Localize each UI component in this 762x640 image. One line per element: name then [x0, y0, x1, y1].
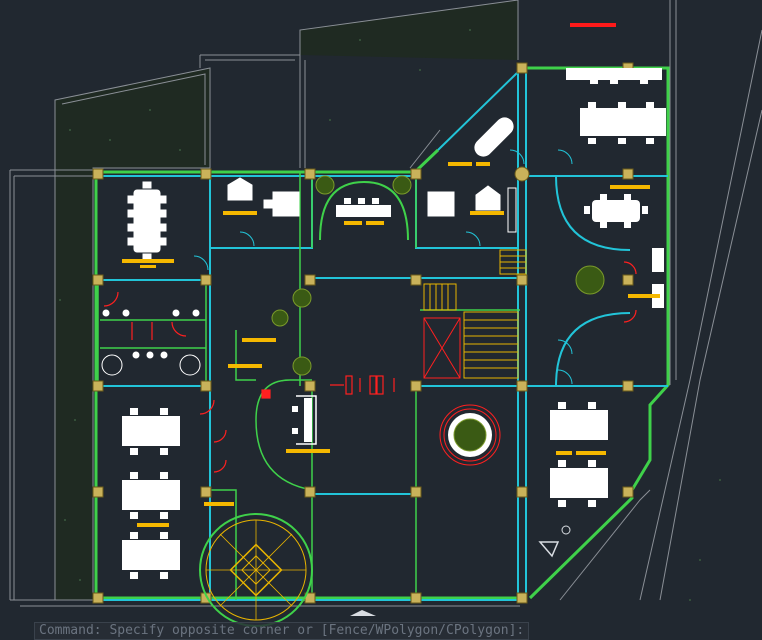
columns: [92, 62, 634, 604]
manager-table: [584, 194, 664, 308]
room-label-bars: [122, 162, 660, 527]
door-swings: [193, 149, 573, 385]
red-markers: [261, 375, 395, 399]
planters: [271, 175, 605, 376]
red-scale-marker: [570, 23, 616, 27]
command-line[interactable]: Command: Specify opposite corner or [Fen…: [34, 622, 530, 640]
entrance-marker: [350, 525, 571, 616]
reception-furniture: [319, 180, 409, 241]
open-office-east-desks: [550, 402, 608, 507]
site-context: [9, 0, 762, 607]
stairwell: [423, 249, 527, 379]
open-office-west-desks: [122, 408, 180, 579]
doors: [103, 261, 637, 473]
reception-counter: [292, 395, 317, 445]
office-1-furniture: [227, 177, 300, 217]
office-2-furniture: [427, 185, 517, 233]
restroom-fixtures: [101, 309, 201, 376]
lobby-planter: [439, 404, 501, 466]
meeting-room-table: [127, 181, 167, 261]
diagonal-meeting-table: [474, 117, 514, 157]
open-office-north-desks: [566, 68, 666, 144]
spiral-stair: [199, 513, 313, 627]
